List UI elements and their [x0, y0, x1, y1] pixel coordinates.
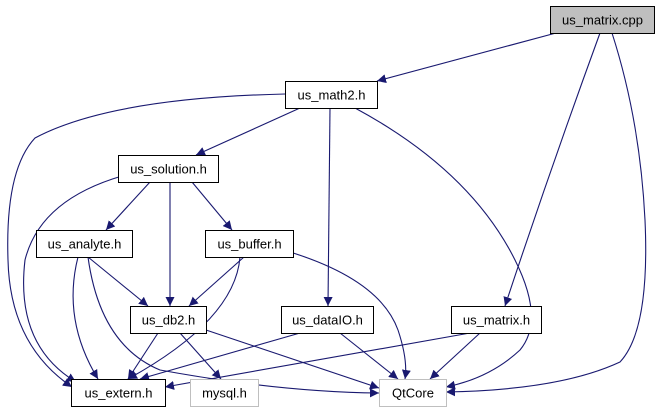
edge-arrow: [72, 256, 99, 380]
edge-arrow: [127, 332, 159, 380]
edge-arrow: [164, 332, 471, 390]
node-label: us_buffer.h: [217, 237, 281, 252]
node-box: [36, 230, 133, 258]
edge-us-matrix-h-to-qtcore: [429, 332, 481, 380]
node-us-math2-h[interactable]: us_math2.h: [285, 81, 378, 109]
node-label: us_math2.h: [298, 88, 366, 103]
node-us-extern-h[interactable]: us_extern.h: [71, 379, 166, 407]
node-us-matrix-h[interactable]: us_matrix.h: [451, 306, 542, 334]
edge-us-buffer-h-to-qtcore: [289, 251, 411, 380]
node-label: mysql.h: [202, 386, 247, 401]
node-box: [130, 306, 207, 334]
edge-arrow: [188, 256, 245, 307]
edge-arrow: [179, 332, 222, 380]
edge-us-db2-h-to-mysql-h: [179, 332, 222, 380]
node-us-db2-h[interactable]: us_db2.h: [130, 306, 207, 334]
edge-us-solution-h-to-us-extern-h: [23, 175, 123, 383]
node-box: [379, 379, 447, 407]
edge-us-analyte-h-to-qtcore: [87, 256, 380, 398]
edge-arrow: [191, 181, 233, 231]
edge-us-solution-h-to-us-buffer-h: [191, 181, 233, 231]
edge-arrow: [105, 181, 151, 231]
edge-us-dataio-h-to-us-extern-h: [139, 332, 301, 381]
edge-us-math2-h-to-qtcore: [354, 107, 532, 390]
edge-us-buffer-h-to-us-extern-h: [127, 256, 241, 380]
edge-arrow: [87, 256, 149, 307]
edge-arrow: [354, 107, 532, 390]
node-box: [281, 306, 374, 334]
node-mysql-h: mysql.h: [190, 379, 259, 407]
node-us-solution-h[interactable]: us_solution.h: [118, 155, 219, 183]
edge-us-analyte-h-to-us-extern-h: [72, 256, 99, 380]
edge-arrow: [23, 175, 123, 383]
node-box: [71, 379, 166, 407]
edge-us-matrix-cpp-to-us-matrix-h: [503, 32, 601, 307]
edge-us-dataio-h-to-qtcore: [339, 332, 399, 380]
node-us-dataio-h[interactable]: us_dataIO.h: [281, 306, 374, 334]
edge-arrow: [429, 332, 481, 380]
edge-arrow: [127, 256, 241, 380]
edges-layer: [7, 32, 647, 398]
edge-arrow: [376, 32, 557, 84]
node-us-buffer-h[interactable]: us_buffer.h: [205, 230, 294, 258]
edge-us-solution-h-to-us-analyte-h: [105, 181, 151, 231]
edge-arrow: [323, 107, 333, 307]
edge-arrow: [7, 93, 286, 388]
edge-arrow: [289, 251, 411, 380]
edge-arrow: [339, 332, 399, 380]
node-label: QtCore: [392, 386, 434, 401]
edge-arrow: [139, 332, 301, 381]
edge-us-buffer-h-to-us-db2-h: [188, 256, 245, 307]
edge-arrow: [195, 107, 301, 156]
node-box: [550, 6, 655, 34]
edge-arrow: [205, 329, 380, 390]
edge-arrow: [87, 256, 380, 398]
edge-arrow: [445, 32, 647, 397]
nodes-layer: us_matrix.cpp us_math2.h us_solution.h us_a…: [36, 6, 655, 407]
edge-us-math2-h-to-us-dataio-h: [323, 107, 333, 307]
node-box: [451, 306, 542, 334]
node-qtcore: QtCore: [379, 379, 447, 407]
edge-arrow: [503, 32, 601, 307]
edge-us-matrix-h-to-us-extern-h: [164, 332, 471, 390]
node-box: [205, 230, 294, 258]
edge-us-analyte-h-to-us-db2-h: [87, 256, 149, 307]
edge-us-db2-h-to-us-extern-h: [127, 332, 159, 380]
node-label: us_solution.h: [130, 162, 207, 177]
edge-us-matrix-cpp-to-qtcore: [445, 32, 647, 397]
node-box: [285, 81, 378, 109]
node-label: us_db2.h: [142, 313, 196, 328]
node-box: [190, 379, 259, 407]
edge-us-matrix-cpp-to-us-math2-h: [376, 32, 557, 84]
node-us-matrix-cpp[interactable]: us_matrix.cpp: [550, 6, 655, 34]
node-label: us_dataIO.h: [292, 313, 363, 328]
node-label: us_matrix.h: [463, 313, 530, 328]
node-us-analyte-h[interactable]: us_analyte.h: [36, 230, 133, 258]
node-label: us_extern.h: [85, 386, 153, 401]
edge-us-math2-h-to-us-extern-h: [7, 93, 286, 388]
node-label: us_matrix.cpp: [562, 13, 643, 28]
node-label: us_analyte.h: [48, 237, 122, 252]
node-box: [118, 155, 219, 183]
edge-us-db2-h-to-qtcore: [205, 329, 380, 390]
edge-us-math2-h-to-us-solution-h: [195, 107, 301, 156]
